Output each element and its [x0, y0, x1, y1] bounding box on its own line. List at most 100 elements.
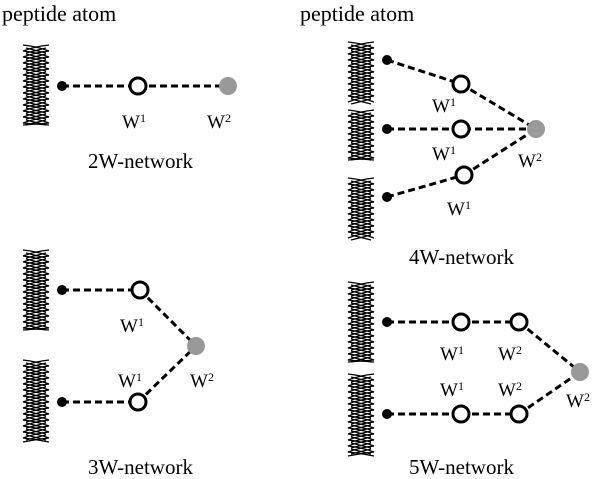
- water-w1-circle: [128, 76, 148, 96]
- helix-hatch: [350, 148, 372, 155]
- peptide-atom-dot: [57, 81, 67, 91]
- w2-label: W2: [207, 111, 231, 133]
- helix-hatch: [25, 59, 47, 66]
- helix-hatch: [350, 320, 372, 327]
- helix-hatch: [350, 222, 372, 229]
- helix-hatch: [25, 312, 47, 319]
- helix-hatch: [350, 308, 372, 315]
- helix-hatch: [350, 92, 372, 99]
- helix-hatch: [25, 264, 47, 271]
- w2-label: W2: [566, 390, 590, 412]
- water-w2-circle: [571, 363, 589, 381]
- helix-hatch: [350, 98, 372, 105]
- h-bond-line: [386, 173, 465, 199]
- helix-hatch: [350, 284, 372, 291]
- peptide-atom-dot: [382, 192, 392, 202]
- helix-hatch: [350, 442, 372, 449]
- panel-3w-network: W1 W1 W2 3W-network: [22, 249, 214, 479]
- caption-2w: 2W-network: [88, 149, 193, 173]
- water-w1-circle: [130, 280, 150, 300]
- helix-hatch: [350, 448, 372, 455]
- helix-hatch: [350, 338, 372, 345]
- helix-hatch: [350, 430, 372, 437]
- helix-hatch: [25, 71, 47, 78]
- helix-hatch: [25, 404, 47, 411]
- w1-label: W1: [447, 198, 471, 220]
- w1-label: W1: [120, 315, 144, 337]
- helix-hatch: [350, 406, 372, 413]
- helix-hatch: [350, 192, 372, 199]
- panel-4w-network: W1 W1 W1 W2 4W-network: [347, 41, 545, 269]
- helix-hatch: [25, 107, 47, 114]
- helix-hatch: [350, 376, 372, 383]
- helix-hatch: [25, 113, 47, 120]
- w2-label: W2: [498, 379, 522, 401]
- helix-hatch: [350, 112, 372, 119]
- helix-hatch: [25, 119, 47, 126]
- water-w1-circle: [454, 165, 474, 185]
- water-w1-circle: [451, 312, 471, 332]
- water-w2-circle: [187, 337, 205, 355]
- helix-hatch: [350, 228, 372, 235]
- h-bond-line: [460, 82, 537, 131]
- helix-hatch: [350, 68, 372, 75]
- alpha-helix-icon: [347, 373, 375, 457]
- helix-hatch: [350, 124, 372, 131]
- helix-hatch: [350, 314, 372, 321]
- w2-label: W2: [498, 343, 522, 365]
- alpha-helix-icon: [22, 249, 50, 331]
- water-w1-circle: [509, 312, 529, 332]
- h-bond-line: [386, 58, 462, 86]
- alpha-helix-icon: [347, 41, 375, 105]
- helix-hatch: [25, 318, 47, 325]
- water-w1-circle: [451, 404, 471, 424]
- helix-hatch: [350, 400, 372, 407]
- helix-hatch: [25, 276, 47, 283]
- helix-hatch: [350, 118, 372, 125]
- helix-hatch: [350, 74, 372, 81]
- peptide-atom-dot: [57, 285, 67, 295]
- h-bond-line: [138, 288, 198, 348]
- helix-hatch: [350, 394, 372, 401]
- w1-label: W1: [122, 111, 146, 133]
- peptide-atom-dot: [382, 124, 392, 134]
- helix-hatch: [25, 428, 47, 435]
- peptide-atom-dot: [382, 55, 392, 65]
- helix-hatch: [25, 101, 47, 108]
- helix-hatch: [25, 288, 47, 295]
- helix-hatch: [350, 382, 372, 389]
- alpha-helix-icon: [347, 177, 375, 241]
- h-bond-line: [518, 320, 581, 374]
- water-w1-circle: [451, 119, 471, 139]
- h-bond-line: [463, 127, 537, 177]
- helix-hatch: [350, 388, 372, 395]
- panel-5w-network: W1 W2 W1 W2 W2 5W-network: [347, 281, 590, 479]
- helix-hatch: [350, 198, 372, 205]
- caption-5w: 5W-network: [409, 455, 514, 479]
- w1-label: W1: [440, 379, 464, 401]
- helix-hatch: [350, 210, 372, 217]
- helix-hatch: [25, 47, 47, 54]
- helix-hatch: [350, 186, 372, 193]
- helix-hatch: [350, 142, 372, 149]
- helix-hatch: [25, 89, 47, 96]
- header-left: peptide atom: [2, 1, 116, 26]
- w1-label: W1: [432, 143, 456, 165]
- helix-hatch: [350, 326, 372, 333]
- helix-hatch: [350, 332, 372, 339]
- alpha-helix-icon: [347, 281, 375, 363]
- helix-hatch: [25, 362, 47, 369]
- helix-hatch: [25, 374, 47, 381]
- helix-hatch: [25, 294, 47, 301]
- helix-hatch: [350, 62, 372, 69]
- helix-hatch: [25, 306, 47, 313]
- peptide-atom-dot: [382, 409, 392, 419]
- water-w1-circle: [509, 404, 529, 424]
- helix-hatch: [350, 290, 372, 297]
- helix-hatch: [350, 436, 372, 443]
- helix-hatch: [25, 270, 47, 277]
- helix-hatch: [350, 418, 372, 425]
- helix-hatch: [25, 392, 47, 399]
- helix-hatch: [350, 234, 372, 241]
- peptide-atom-dot: [57, 397, 67, 407]
